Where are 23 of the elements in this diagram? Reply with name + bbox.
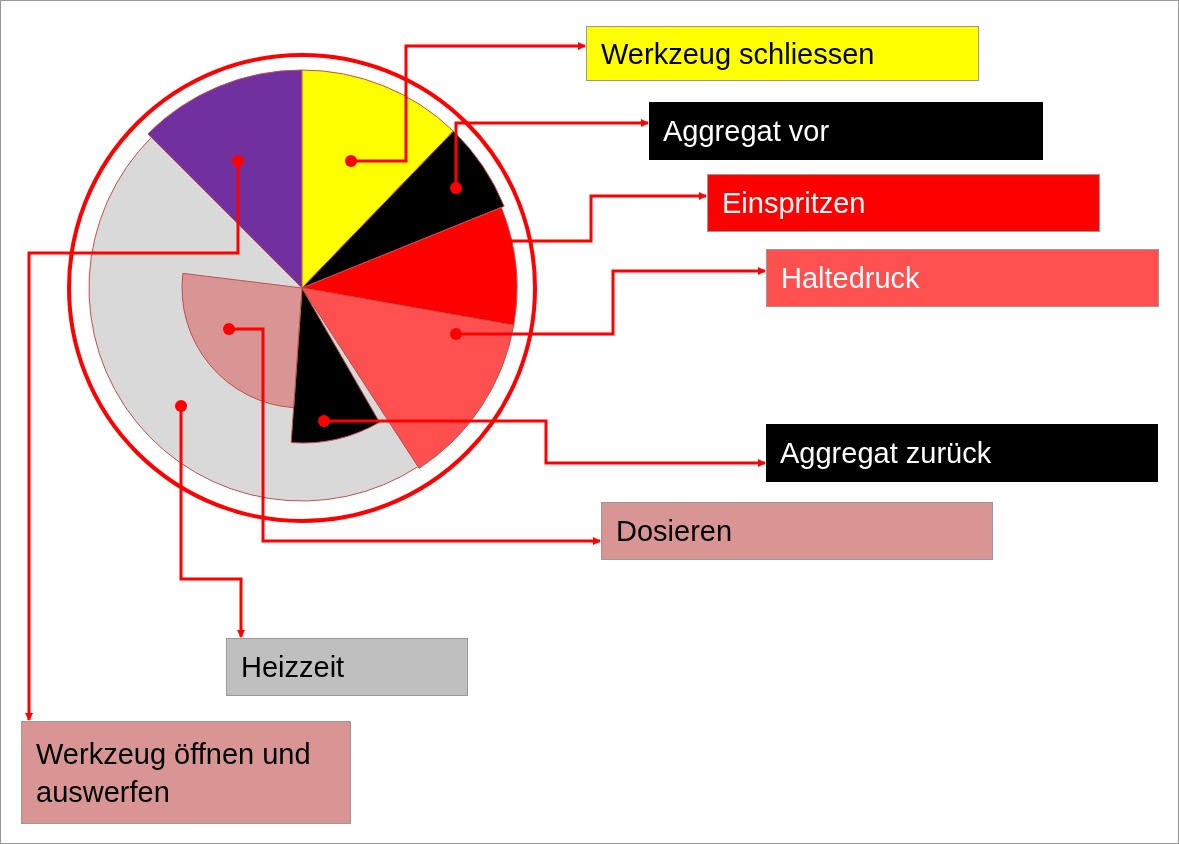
leader-line — [25, 155, 244, 721]
phase-label: Heizzeit — [226, 638, 468, 696]
pie-wedge — [290, 287, 380, 444]
pie-wedge — [301, 206, 518, 326]
pie-wedge — [301, 130, 505, 289]
pie-wedge — [301, 69, 454, 289]
phase-label: Werkzeug öffnen und auswerfen — [21, 721, 351, 824]
leader-line — [450, 267, 766, 340]
phase-label: Werkzeug schliessen — [586, 26, 979, 81]
leader-line — [345, 42, 586, 167]
leader-line — [511, 192, 707, 243]
pie-wedge — [301, 287, 515, 469]
leader-line — [318, 415, 766, 467]
pie-wedge — [181, 272, 303, 409]
pie-wedge — [147, 69, 303, 289]
leader-line — [450, 119, 649, 194]
phase-label: Haltedruck — [766, 249, 1159, 307]
phase-label: Aggregat vor — [649, 102, 1043, 160]
leader-line — [223, 323, 601, 545]
phase-label: Aggregat zurück — [766, 424, 1158, 482]
phase-label: Dosieren — [601, 502, 993, 560]
phase-label: Einspritzen — [707, 174, 1100, 232]
leader-line — [175, 400, 245, 638]
